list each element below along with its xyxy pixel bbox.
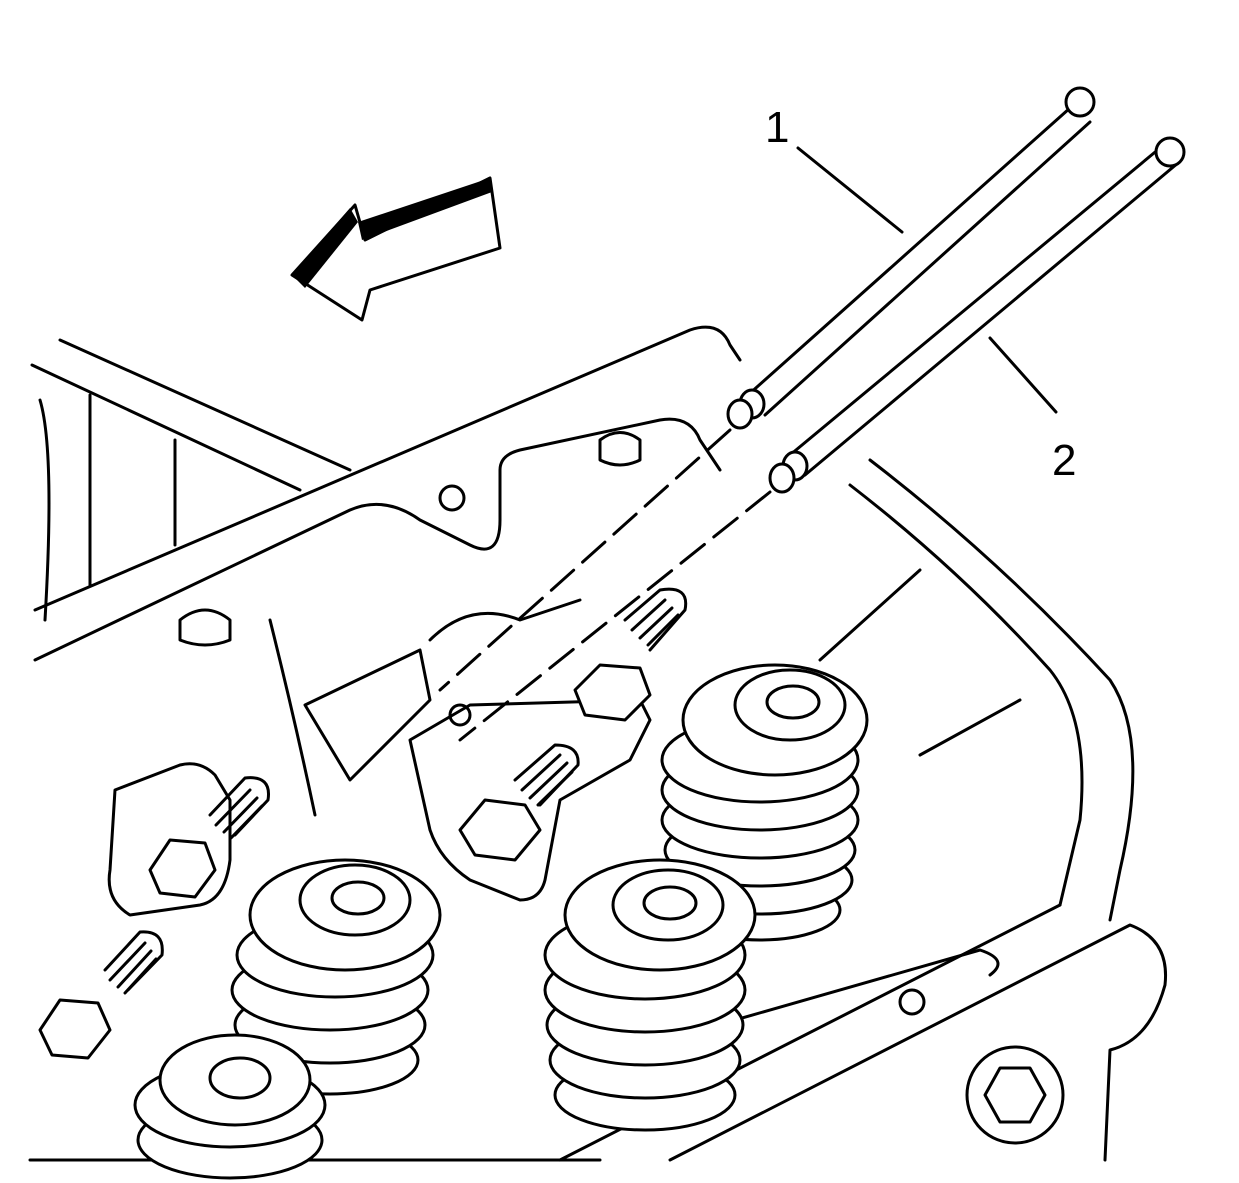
valve-spring-4 [133, 1033, 327, 1180]
valve-spring-3 [230, 858, 442, 1096]
valve-spring-1 [660, 663, 869, 942]
head-bolt [965, 1045, 1065, 1145]
direction-arrow [290, 176, 502, 322]
leader-line-1 [796, 146, 904, 234]
valve-spring-2 [543, 858, 757, 1132]
callout-label-1: 1 [765, 103, 789, 152]
rocker-stud-3 [148, 776, 271, 899]
pushrod-1 [438, 86, 1096, 692]
pushrod-2 [458, 136, 1186, 742]
rocker-guide-plate [107, 698, 652, 917]
leader-line-2 [988, 336, 1058, 414]
rocker-stud-4 [38, 930, 164, 1060]
rocker-stud-1 [573, 587, 688, 722]
cylinder-head-outline [28, 325, 1168, 1162]
rocker-stud-2 [458, 743, 580, 862]
callout-label-2: 2 [1052, 436, 1076, 485]
